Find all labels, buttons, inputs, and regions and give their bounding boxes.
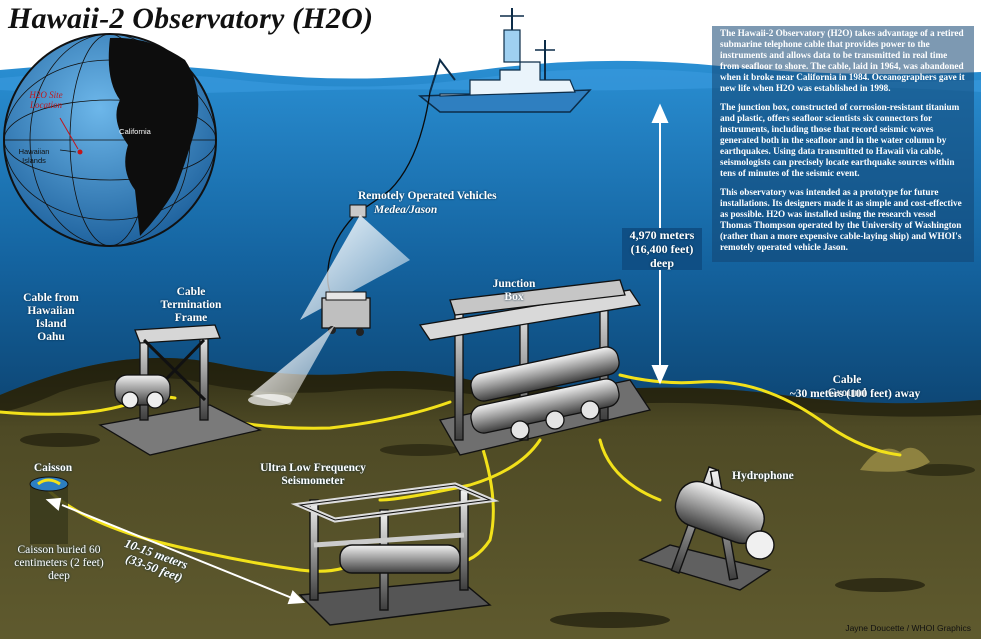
rov-jason	[321, 291, 371, 336]
rock	[905, 464, 975, 476]
cable-ground-distance-label: ~30 meters (100 feet) away	[789, 388, 921, 400]
caisson-cable	[46, 488, 362, 573]
seismometer-cable	[378, 438, 542, 502]
depth-feet-label: (16,400 feet)	[622, 242, 702, 256]
junction-box	[418, 279, 652, 456]
info-paragraph-3: This observatory was intended as a proto…	[720, 187, 962, 252]
info-paragraph-1: The Hawaii-2 Observatory (H2O) takes adv…	[720, 28, 965, 93]
rov-medea	[349, 204, 367, 218]
hydrophone-label: Hydrophone	[732, 470, 794, 482]
page-title: Hawaii-2 Observatory (H2O)	[8, 2, 374, 35]
rock	[835, 578, 925, 592]
cable-ground-cable	[618, 373, 902, 457]
distance-arrow	[45, 497, 306, 605]
caisson-label: Caisson	[33, 462, 73, 474]
california-label: California	[119, 127, 151, 136]
rov-title-label: Remotely Operated Vehicles	[358, 190, 497, 202]
rock	[380, 444, 460, 456]
hydrophone-cable	[598, 438, 662, 502]
hawaiian-islands-label: Hawaiian Islands	[18, 147, 50, 165]
light-spot	[248, 394, 292, 406]
info-paragraph-2: The junction box, constructed of corrosi…	[720, 102, 960, 178]
rov-names-label: Medea/Jason	[374, 204, 438, 216]
seismometer	[290, 482, 500, 626]
rock	[550, 612, 670, 628]
site-leader-line	[59, 117, 79, 150]
info-panel: The Hawaii-2 Observatory (H2O) takes adv…	[712, 26, 974, 262]
cable-termination-frame	[98, 324, 262, 456]
research-vessel	[417, 8, 592, 113]
rock	[20, 433, 100, 447]
h2o-site-label: H2O Site Location	[29, 90, 63, 110]
globe	[3, 33, 217, 247]
hydrophone	[638, 466, 775, 591]
junction-box-label: Junction Box	[492, 278, 536, 303]
tether	[357, 91, 431, 213]
depth-word-label: deep	[622, 256, 702, 270]
north-america-landmass	[108, 37, 199, 236]
depth-meters-label: 4,970 meters	[622, 228, 702, 242]
cable-ground-mound	[860, 447, 930, 472]
termination-frame-label: Cable Termination Frame	[160, 286, 222, 324]
seismometer-label: Ultra Low Frequency Seismometer	[260, 462, 366, 487]
caisson-depth-label: Caisson buried 60 centimeters (2 feet) d…	[14, 544, 104, 582]
caisson	[29, 476, 69, 544]
credit-label: Jayne Doucette / WHOI Graphics	[845, 623, 971, 633]
cable-from-label: Cable from Hawaiian Island Oahu	[23, 292, 79, 343]
islands-leader-line	[59, 149, 77, 153]
site-marker	[77, 149, 83, 155]
cable-ground-label: Cable Ground	[827, 374, 867, 399]
light-beam	[250, 325, 335, 405]
